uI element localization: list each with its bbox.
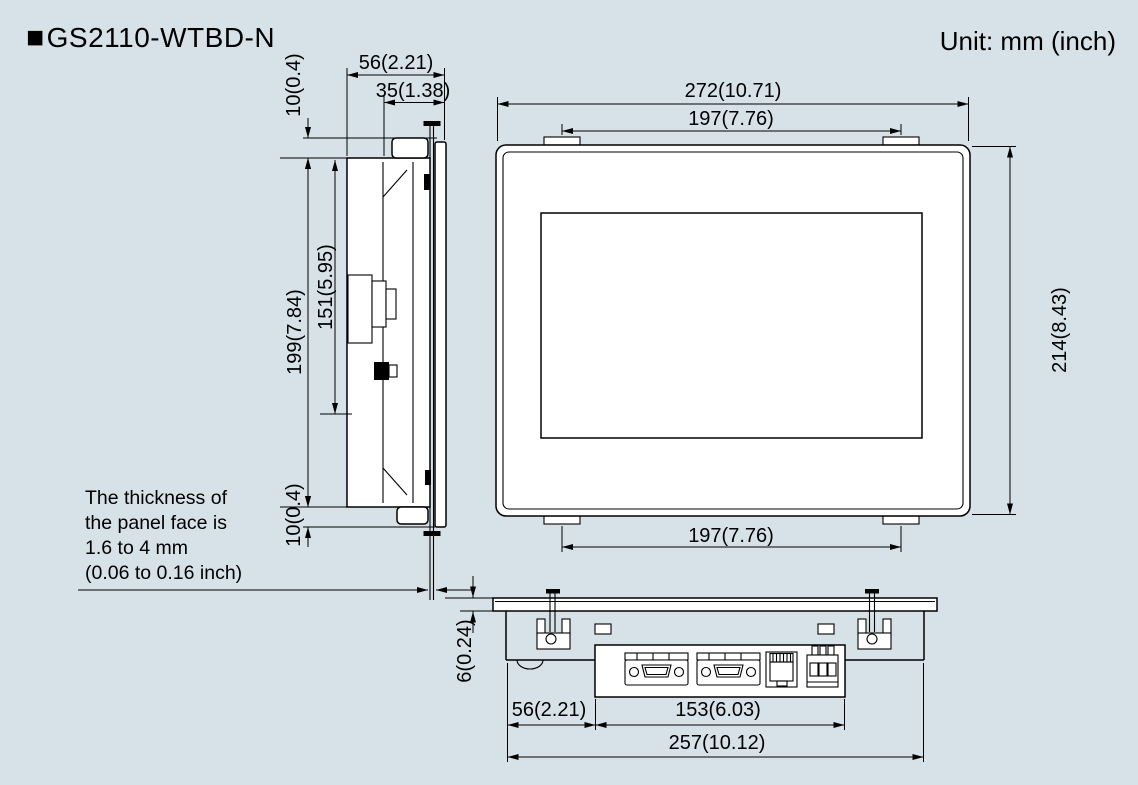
dim-label: 272(10.71) — [685, 80, 782, 102]
dim-label: 56(2.21) — [359, 52, 434, 74]
dsub-shell-inner — [716, 666, 741, 676]
terminal-slot — [818, 662, 828, 677]
dsub-screw — [700, 666, 712, 678]
front-view: 272(10.71) 197(7.76) 214(8.43) 197(7.76) — [495, 80, 1071, 552]
terminal-slot — [827, 662, 837, 677]
usb-connector-base — [388, 364, 398, 378]
mount-tab-top-right — [882, 136, 920, 146]
dim-label: 10(0.4) — [283, 483, 305, 546]
unit-label: Unit: mm (inch) — [939, 26, 1116, 56]
note-line: 1.6 to 4 mm — [85, 537, 188, 559]
mount-tab-bottom-right — [882, 515, 920, 525]
clamp-screw-head — [865, 589, 879, 594]
ethernet-latch — [776, 680, 788, 687]
dim-label: 199(7.84) — [284, 289, 306, 375]
page-title: ■ GS2110-WTBD-N — [26, 22, 275, 54]
hook-slot-right — [817, 623, 835, 635]
dim-label: 197(7.76) — [688, 525, 774, 547]
clamp-screw-head — [546, 589, 560, 594]
dim-label: 214(8.43) — [1049, 287, 1071, 373]
dim-label: 56(2.21) — [512, 699, 587, 721]
note-line: the panel face is — [85, 512, 227, 534]
dim-label: 35(1.38) — [376, 80, 451, 102]
terminal-tab — [811, 645, 819, 656]
usb-connector-profile — [374, 362, 389, 380]
clamp-hook-slot-top — [424, 174, 430, 190]
model-name: GS2110-WTBD-N — [46, 22, 276, 53]
mount-tab-bottom-left — [543, 515, 581, 525]
note-line: The thickness of — [85, 487, 228, 509]
section-marker-icon: ■ — [26, 21, 45, 54]
dsub-mount-strip — [696, 652, 761, 661]
dim-label: 197(7.76) — [688, 108, 774, 130]
panel-face-bezel — [434, 141, 447, 528]
wall-break-bottom — [423, 531, 441, 536]
display-screen — [540, 212, 923, 439]
dsub-screw — [628, 666, 640, 678]
front-bezel-inner-line — [502, 151, 964, 510]
clamp-bracket-left — [536, 589, 571, 650]
dsub-mount-strip — [624, 652, 689, 661]
clamp-hook-slot-bottom — [425, 470, 431, 485]
ethernet-housing — [765, 651, 798, 688]
dim-label: 10(0.4) — [283, 53, 305, 116]
note-line: (0.06 to 0.16 inch) — [85, 562, 242, 584]
dsub-screw — [673, 666, 685, 678]
dim-label: 6(0.24) — [454, 619, 476, 682]
clamp-screw-tip — [545, 633, 557, 645]
rear-connector-flange — [347, 274, 373, 344]
ethernet-port — [765, 651, 798, 688]
dsub-connector-1 — [624, 652, 689, 686]
dim-label: 151(5.95) — [315, 244, 337, 330]
dim-label: 153(6.03) — [675, 699, 761, 721]
mount-tab-top-left — [543, 136, 581, 146]
power-terminal-block — [806, 645, 839, 688]
rear-connector-base — [385, 288, 397, 320]
side-view: 56(2.21) 35(1.38) 10(0.4) 199(7.84) 151(… — [78, 52, 473, 600]
terminal-slot — [809, 662, 819, 677]
dsub-shell-inner — [644, 666, 669, 676]
mounting-clamp-top — [391, 137, 429, 159]
speaker-bump — [516, 659, 544, 670]
panel-face-edge — [492, 597, 938, 612]
wall-break-top — [423, 121, 441, 126]
terminal-tab — [819, 645, 827, 656]
hook-slot-left — [594, 623, 612, 635]
mounting-clamp-bottom — [396, 506, 429, 525]
side-body-chamfer-top — [382, 169, 408, 198]
side-body-chamfer-bottom — [382, 467, 408, 496]
clamp-bracket-right — [857, 589, 892, 650]
dsub-screw — [745, 666, 757, 678]
rear-connector-shell — [371, 280, 387, 328]
dim-label: 257(10.12) — [669, 732, 766, 754]
terminal-tab — [827, 645, 835, 656]
clamp-screw-tip — [866, 633, 878, 645]
dsub-connector-2 — [696, 652, 761, 686]
bottom-view: 6(0.24) 56(2.21) 153(6.03) 257(10.12) — [445, 576, 938, 762]
